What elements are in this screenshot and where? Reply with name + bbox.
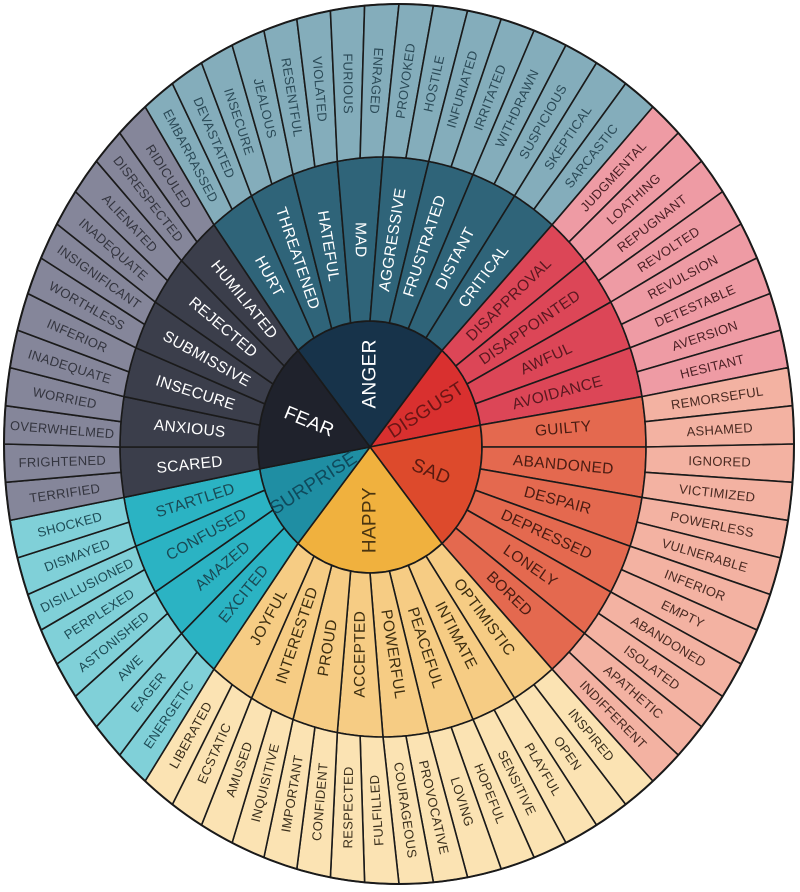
wheel-outline bbox=[3, 3, 795, 885]
core-emotion-label: ANGER bbox=[360, 339, 381, 408]
detail-label: IGNORED bbox=[688, 453, 751, 469]
detail-label: RESPECTED bbox=[340, 766, 356, 848]
detail-label: CONFIDENT bbox=[309, 762, 331, 842]
wheel-segments bbox=[3, 3, 795, 885]
detail-label: ENRAGED bbox=[367, 47, 386, 114]
feeling-label: ACCEPTED bbox=[352, 611, 369, 698]
feeling-label: GUILTY bbox=[534, 418, 592, 440]
feeling-label: MAD bbox=[352, 222, 369, 257]
detail-label: VIOLATED bbox=[310, 56, 330, 123]
feeling-label: SCARED bbox=[156, 453, 224, 477]
detail-label: FULFILLED bbox=[367, 774, 387, 846]
core-emotion-label: HAPPY bbox=[360, 487, 381, 553]
detail-label: FRIGHTENED bbox=[18, 453, 106, 471]
detail-label: FURIOUS bbox=[340, 53, 355, 114]
detail-label: ASHAMED bbox=[686, 420, 753, 439]
